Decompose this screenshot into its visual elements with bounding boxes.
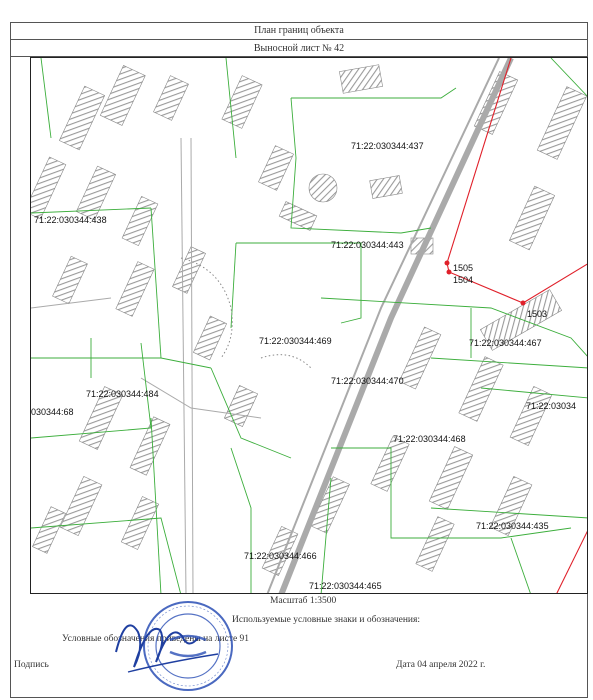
parcel-label-438: 71:22:030344:438 xyxy=(34,215,107,225)
document-date: Дата 04 апреля 2022 г. xyxy=(396,660,486,670)
parcel-label-437: 71:22:030344:437 xyxy=(351,141,424,151)
dotted-area xyxy=(180,257,312,369)
legend-title: Используемые условные знаки и обозначени… xyxy=(232,615,421,625)
map-scale: Масштаб 1:3500 xyxy=(270,596,337,606)
signature-label: Подпись xyxy=(14,660,49,670)
parcel-label-468: 71:22:030344:468 xyxy=(393,434,466,444)
parcel-label-466: 71:22:030344:466 xyxy=(244,551,317,561)
boundary-points xyxy=(444,260,526,306)
official-stamp-and-signature xyxy=(115,601,233,691)
parcel-label-467: 71:22:030344:467 xyxy=(469,338,542,348)
parcel-label-469: 71:22:030344:469 xyxy=(259,336,332,346)
parcel-label-470: 71:22:030344:470 xyxy=(331,376,404,386)
parcel-label-443: 71:22:030344:443 xyxy=(331,240,404,250)
map-graphics xyxy=(31,58,587,593)
parcel-label-465: 71:22:030344:465 xyxy=(309,581,382,591)
point-label-1505: 1505 xyxy=(453,263,474,273)
document-title: План границ объекта xyxy=(10,22,588,40)
point-label-1504: 1504 xyxy=(453,275,474,285)
roads xyxy=(31,58,514,593)
parcel-label-484: 71:22:030344:484 xyxy=(86,389,159,399)
parcel-label-435: 71:22:030344:435 xyxy=(476,521,549,531)
cadastral-map: 71:22:030344:437 71:22:030344:438 71:22:… xyxy=(30,57,588,594)
buildings xyxy=(31,64,587,577)
parcel-label-68: 030344:68 xyxy=(31,407,74,417)
point-label-1503: 1503 xyxy=(527,309,548,319)
parcel-label-466-right: 71:22:03034 xyxy=(526,401,577,411)
parcel-lines xyxy=(31,58,587,593)
sheet-number: Выносной лист № 42 xyxy=(10,40,588,57)
legend-note: Условные обозначения приведены на листе … xyxy=(62,634,250,644)
